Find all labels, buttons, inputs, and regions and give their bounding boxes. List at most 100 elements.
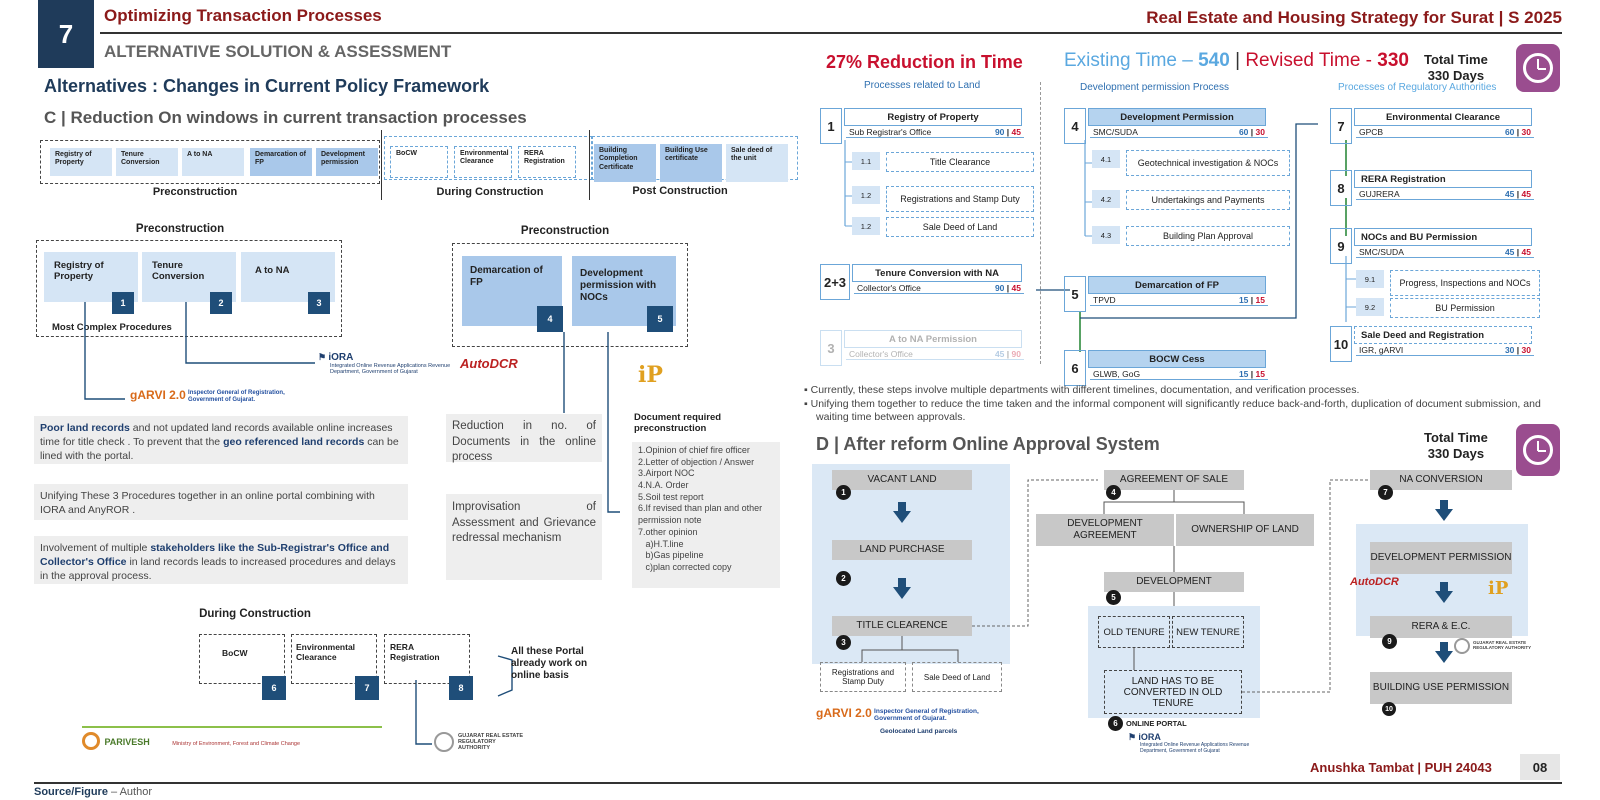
flow-arrow-5-shaft (1440, 642, 1448, 652)
process-office: SMC/SUDA (1356, 247, 1494, 258)
pre1-border (36, 240, 342, 337)
flow-arrow-2-shaft (898, 578, 906, 588)
process-times: 60 | 30 (1490, 127, 1534, 138)
pre1-item-2-label: Tenure Conversion (152, 260, 205, 283)
process-title: Sale Deed and Registration (1354, 326, 1532, 344)
doc-item: 5.Soil test report (638, 491, 704, 502)
bullet-item: ▪ Unifying them together to reduce the t… (804, 397, 1541, 424)
parivesh-logo-text: PARIVESH (104, 737, 150, 748)
process-title: Environmental Clearance (1354, 108, 1532, 126)
flow-dev-permission: DEVELOPMENT PERMISSION (1370, 542, 1512, 574)
doc-item: 3.Airport NOC (638, 468, 695, 479)
footer-author: Anushka Tambat | PUH 24043 (1310, 760, 1492, 775)
strip-during-border (384, 136, 592, 180)
subprocess-item: Registrations and Stamp Duty (886, 186, 1034, 212)
during-border-3 (384, 634, 470, 684)
slide-number-box: 7 (38, 0, 94, 68)
text-records-2: can be lined with the portal. (40, 436, 399, 463)
reduction-title: 27% Reduction in Time (826, 52, 1023, 72)
during-item-2: Environmental Clearance (296, 642, 356, 662)
pre2-item-4-label: Demarcation of FP (470, 265, 543, 288)
process-office: TPVD (1090, 295, 1228, 306)
col-label-land: Processes related to Land (864, 80, 981, 91)
flow-arrow-1-shaft (898, 502, 906, 512)
subprocess-item: Title Clearance (886, 152, 1034, 172)
subprocess-item: BU Permission (1390, 298, 1540, 318)
text-box-records: Poor land records and not updated land r… (34, 416, 408, 464)
garvi-logo: gARVI 2.0 Inspector General of Registrat… (130, 388, 310, 403)
doc-item: 6.If revised than plan and other permiss… (638, 503, 765, 526)
ip-logo-2: iP (1488, 578, 1508, 599)
process-title: A to NA Permission (844, 330, 1022, 348)
existing-time-value: 540 (1198, 50, 1230, 71)
garvi-logo-2: gARVI 2.0 Inspector General of Registrat… (816, 706, 1016, 735)
doc-item: 7.other opinion (638, 526, 698, 537)
flow-num-2: 2 (836, 571, 851, 586)
process-number: 2+3 (820, 264, 850, 300)
doc-item: c)plan corrected copy (638, 561, 732, 572)
during-num-7: 7 (355, 676, 379, 700)
gujrera-logo: GUJARAT REAL ESTATE REGULATORY AUTHORITY (434, 732, 524, 752)
process-times: 45 | 45 (1490, 247, 1534, 258)
subprocess-number: 4.2 (1092, 190, 1120, 208)
flow-na-conversion: NA CONVERSION (1370, 470, 1512, 490)
process-office: Sub Registrar's Office (846, 127, 984, 138)
process-office: Collector's Office (854, 283, 984, 294)
flow-arrow-5-head (1435, 651, 1453, 663)
subprocess-number: 4.3 (1092, 226, 1120, 244)
during-border-2 (291, 634, 377, 684)
during-border-1 (199, 634, 285, 684)
ip-logo-2-text: iP (1488, 578, 1509, 599)
process-title: Development Permission (1088, 108, 1266, 126)
source-label: Source/Figure (34, 786, 108, 798)
strip-group-post: Post Construction (632, 185, 728, 197)
process-number: 8 (1330, 170, 1352, 206)
flow-dev-agreement: DEVELOPMENT AGREEMENT (1036, 514, 1174, 546)
flow-arrow-3-shaft (1440, 500, 1448, 510)
strip-item: RERA Registration (518, 146, 576, 178)
strip-group-during: During Construction (436, 186, 544, 198)
strip-item: Building Completion Certificate (594, 144, 656, 182)
process-times: 90 | 45 (980, 127, 1024, 138)
text-records-1: and not updated land records available o… (40, 422, 393, 449)
flow-title-clearance: TITLE CLEARENCE (832, 616, 972, 636)
strip-item: Tenure Conversion (116, 148, 178, 176)
section-c-text: C | Reduction On windows in current tran… (44, 108, 527, 127)
flow-num-10: 10 (1382, 702, 1396, 716)
total-time-label: Total Time (1424, 52, 1488, 67)
flow-arrow-4-shaft (1440, 582, 1448, 592)
subprocess-number: 1.2 (852, 217, 880, 235)
pre2-num-4: 4 (537, 306, 563, 332)
subprocess-item: Geotechnical investigation & NOCs (1126, 150, 1290, 176)
subprocess-item: Sale Deed of Land (886, 217, 1034, 237)
strip-item: Sale deed of the unit (726, 144, 788, 182)
flow-num-4: 4 (1106, 485, 1121, 500)
process-number: 3 (820, 330, 842, 366)
process-times: 60 | 30 (1224, 127, 1268, 138)
flow-bu-permission: BUILDING USE PERMISSION (1370, 672, 1512, 704)
doc-item: a)H.T.line (638, 538, 684, 549)
flow-col2-bg (1088, 606, 1260, 718)
during-note: All these Portal already work on online … (511, 646, 588, 681)
process-times: 90 | 45 (980, 283, 1024, 294)
gujrera-seal-icon (434, 732, 454, 752)
process-office: GLWB, GoG (1090, 369, 1228, 380)
doc-item: b)Gas pipeline (638, 550, 704, 561)
gujrera-logo-text: GUJARAT REAL ESTATE REGULATORY AUTHORITY (458, 732, 523, 752)
bullet-list: ▪ Currently, these steps involve multipl… (802, 384, 1562, 425)
process-times: 15 | 15 (1224, 295, 1268, 306)
process-number: 6 (1064, 350, 1086, 386)
flow-old-tenure: OLD TENURE (1098, 616, 1170, 648)
flow-land-purchase: LAND PURCHASE (832, 540, 972, 560)
subprocess-item: Undertakings and Payments (1126, 190, 1290, 210)
online-portal-label: ONLINE PORTAL (1126, 719, 1187, 728)
pre1-num-1: 1 (112, 292, 134, 314)
flow-convert: LAND HAS TO BE CONVERTED IN OLD TENURE (1104, 670, 1242, 714)
